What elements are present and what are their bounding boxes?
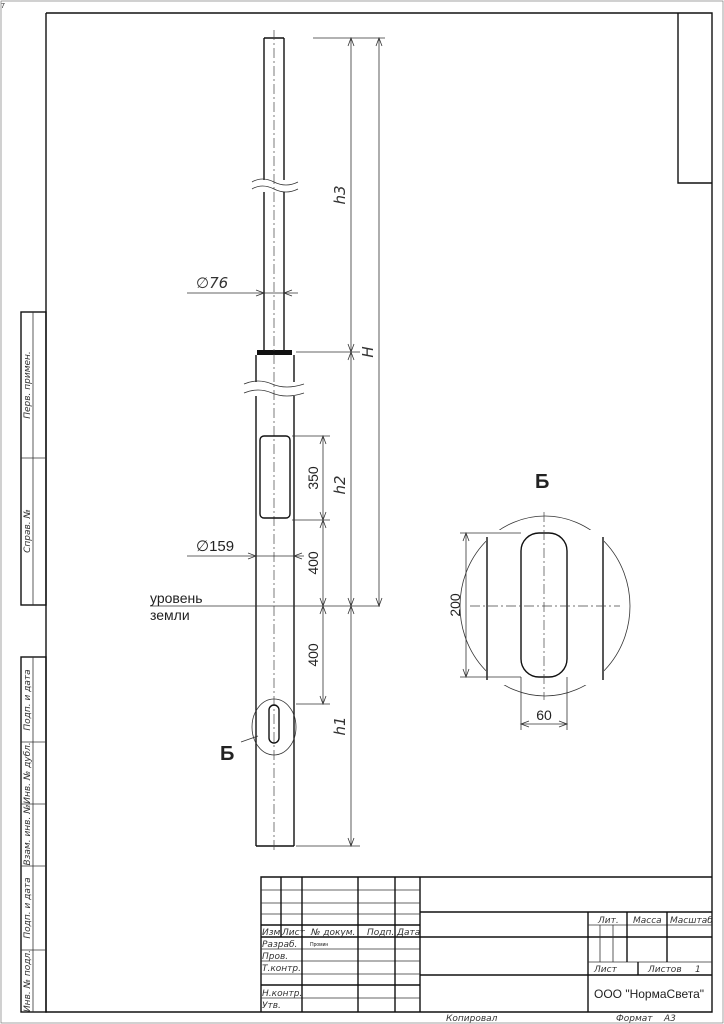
detail-view: Б 200 60: [447, 471, 631, 730]
header-izm: Изм.: [262, 928, 283, 938]
dim-diameter-top: ∅76: [187, 274, 298, 297]
left-margin-strip: Перв. примен. Справ. № Подп. и дата Инв.…: [20, 311, 47, 1013]
dim-h1: h1: [331, 604, 355, 848]
row-tkontr: Т.контр.: [262, 964, 301, 974]
detail-title: Б: [535, 471, 549, 493]
pole-view: [243, 30, 305, 852]
svg-text:h2: h2: [331, 475, 349, 494]
view-marker: Б: [220, 735, 259, 765]
detail-dim-200: 200: [447, 593, 463, 617]
svg-text:400: 400: [305, 643, 321, 667]
margin-label-inv-podl: Инв. № подл.: [23, 950, 33, 1012]
header-date: Дата: [396, 928, 420, 938]
header-list: Лист: [281, 928, 306, 938]
svg-text:H: H: [359, 346, 377, 357]
header-doc: № докум.: [310, 928, 355, 938]
row-prov: Пров.: [262, 952, 288, 962]
row-utv: Утв.: [262, 1001, 281, 1011]
svg-text:h3: h3: [331, 185, 349, 204]
dim-H: H: [359, 36, 383, 608]
sheets-count: 1: [695, 965, 701, 975]
title-block: Изм. Лист № докум. Подп. Дата Разраб. Пр…: [260, 876, 713, 1012]
margin-label-sprav: Справ. №: [23, 509, 33, 553]
svg-text:400: 400: [305, 551, 321, 575]
header-podp: Подп.: [367, 928, 394, 938]
detail-dim-60: 60: [536, 707, 552, 723]
row-razrab: Разраб.: [262, 940, 297, 950]
dim-400-lower: 400: [305, 604, 327, 706]
mass-label: Масса: [633, 916, 662, 926]
footer-copied: Копировал: [446, 1014, 498, 1024]
margin-label-inv-dubl: Инв. № дубл.: [23, 742, 33, 804]
svg-text:уровень: уровень: [150, 590, 203, 606]
dim-h2: h2: [331, 350, 355, 608]
lit-label: Лит.: [597, 916, 619, 926]
svg-text:∅159: ∅159: [196, 538, 234, 555]
svg-text:350: 350: [305, 466, 321, 490]
svg-text:h1: h1: [331, 716, 349, 735]
margin-label-podp-1: Подп. и дата: [23, 669, 33, 730]
margin-label-podp-2: Подп. и дата: [23, 877, 33, 938]
svg-text:земли: земли: [150, 607, 190, 623]
developer-name: Промин: [310, 942, 328, 948]
cable-slot: [268, 704, 280, 744]
scale-label: Масштаб: [670, 916, 713, 926]
footer-format-label: Формат: [616, 1014, 653, 1024]
dim-h3: h3: [331, 36, 355, 354]
svg-text:∅76: ∅76: [196, 274, 228, 292]
view-circle: [251, 698, 297, 756]
dim-350: 350: [305, 434, 327, 522]
svg-text:Б: Б: [220, 743, 234, 765]
margin-label-perv: Перв. примен.: [23, 351, 33, 419]
sheet-label: Лист: [593, 965, 618, 975]
service-door: [259, 435, 291, 519]
dim-400-upper: 400: [305, 518, 327, 608]
top-right-stamp: [677, 13, 712, 184]
footer-format-value: А3: [663, 1014, 676, 1024]
ground-level: уровень земли: [150, 590, 380, 623]
row-nkontr: Н.контр.: [262, 989, 302, 999]
margin-label-vzam: Взам. инв. №: [23, 804, 33, 865]
sheets-label: Листов: [647, 965, 682, 975]
company-name: ООО "НормаСвета": [594, 987, 704, 1001]
dim-diameter-bottom: ∅159: [187, 538, 304, 560]
corner-mark: 7: [1, 3, 5, 10]
